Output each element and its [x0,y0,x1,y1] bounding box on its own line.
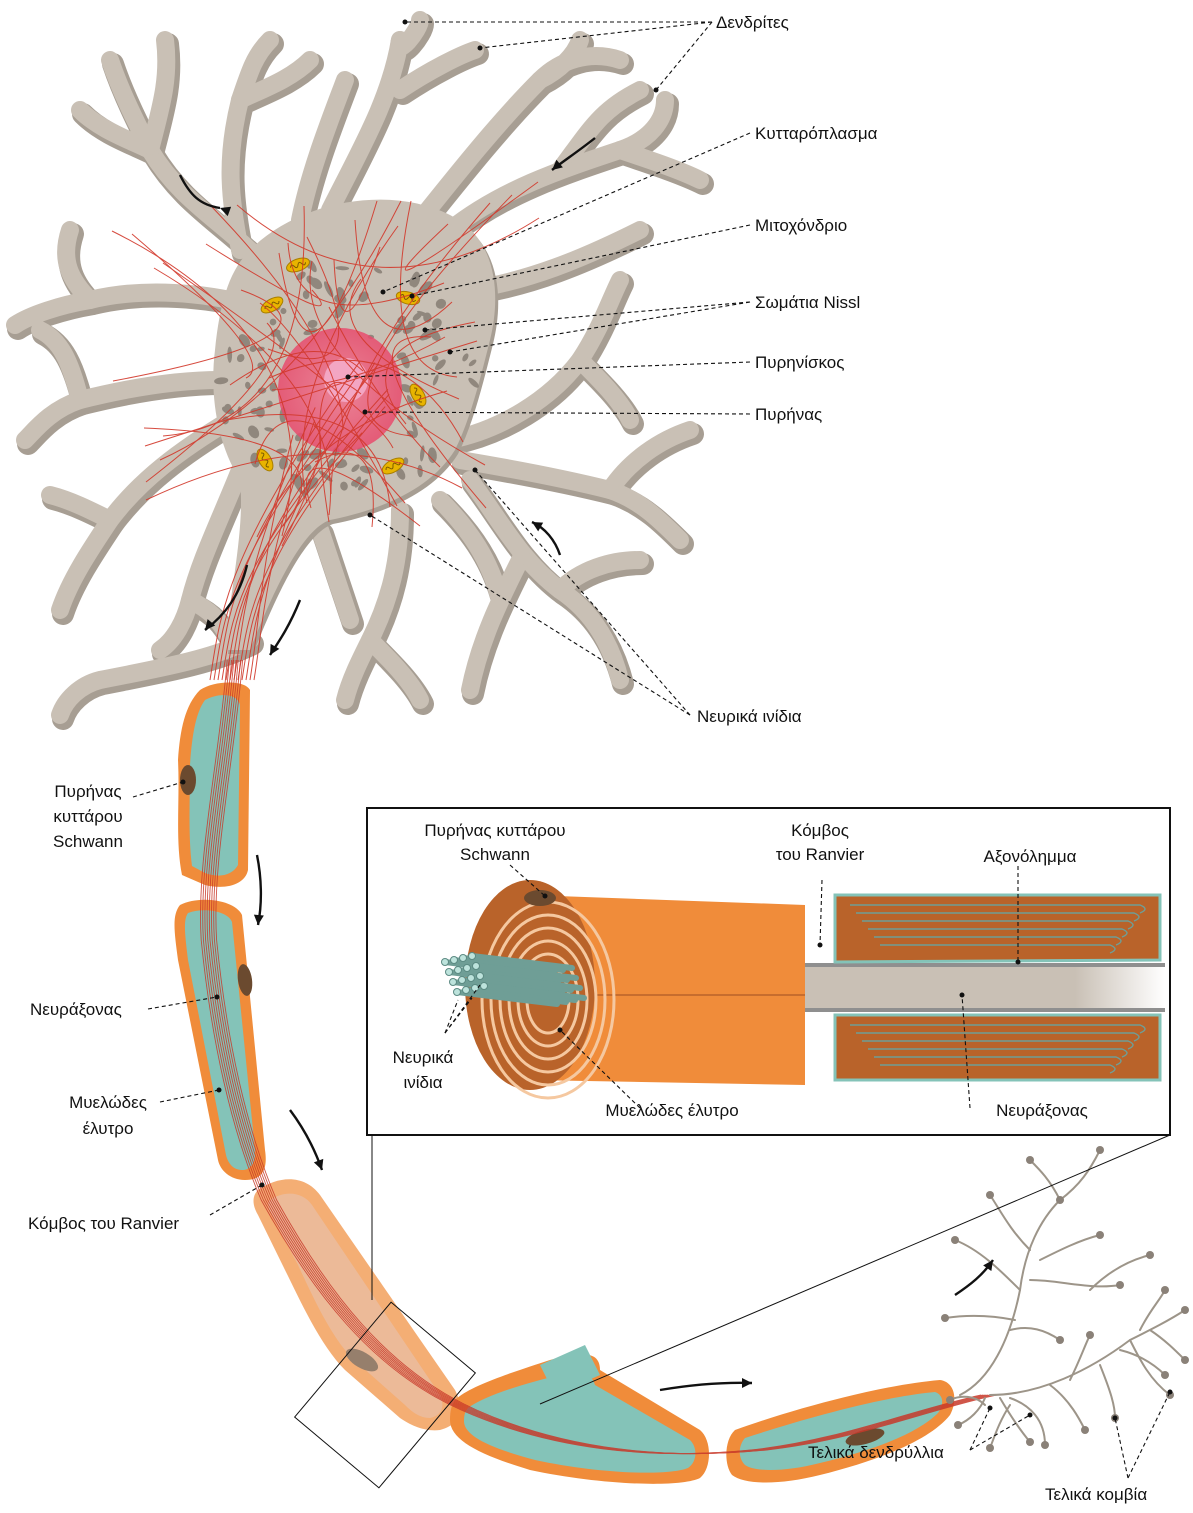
myelin-segment [178,683,250,887]
inset-label-neurofibrils-1: Νευρικά [393,1048,454,1067]
inset-label-schwann-2: Schwann [460,845,530,864]
inset-label-ranvier-2: του Ranvier [776,845,865,864]
label-neurofibrils: Νευρικά ινίδια [697,707,802,726]
label-nissl: Σωμάτια Nissl [755,293,860,312]
terminal-buttons [941,1146,1189,1452]
inset-label-myelin: Μυελώδες έλυτρο [605,1101,738,1120]
label-ranvier: Κόμβος του Ranvier [28,1214,179,1233]
label-mitochondrion: Μιτοχόνδριο [755,216,847,235]
label-terminal-buttons: Τελικά κομβία [1045,1485,1147,1504]
terminal-arborization [945,1150,1185,1448]
schwann-nucleus [524,890,556,906]
inset-label-ranvier-1: Κόμβος [791,821,849,840]
inset-label-schwann-1: Πυρήνας κυττάρου [424,821,565,840]
label-myelin-2: έλυτρο [83,1119,134,1138]
label-schwann-nucleus-3: Schwann [53,832,123,851]
inset-label-neurofibrils-2: ινίδια [403,1073,442,1092]
nucleolus [324,358,368,402]
inset-label-axolemma: Αξονόλημμα [984,847,1077,866]
inset-label-axon: Νευράξονας [996,1101,1088,1120]
label-cytoplasm: Κυτταρόπλασμα [755,124,878,143]
label-nucleus: Πυρήνας [755,405,822,424]
label-dendrites: Δενδρίτες [716,13,789,32]
myelin-segment [726,1380,954,1483]
label-axon: Νευράξονας [30,1000,122,1019]
label-nucleolus: Πυρηνίσκος [755,353,844,372]
label-schwann-nucleus-1: Πυρήνας [54,782,121,801]
label-schwann-nucleus-2: κυττάρου [53,807,122,826]
label-myelin-1: Μυελώδες [69,1093,147,1112]
label-terminal-branches: Τελικά δενδρύλλια [808,1443,944,1462]
